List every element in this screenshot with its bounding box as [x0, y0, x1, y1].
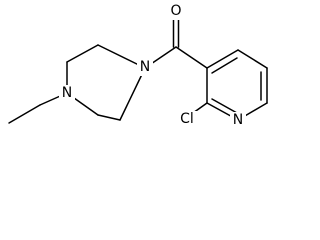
molecule-structure: O N N N Cl — [8, 3, 268, 129]
carbonyl-group — [144, 14, 208, 69]
atom-nitrogen-ethyl-label: N — [62, 85, 72, 101]
bond-pyr-inner-c3-c4 — [211, 57, 238, 74]
atom-nitrogen-pyridine: N — [230, 112, 246, 129]
atom-oxygen-label: O — [170, 3, 181, 19]
atom-nitrogen-amide: N — [137, 59, 153, 76]
bond-pyr-c3-c4 — [206, 49, 239, 69]
bond-pip-upper-left-top — [66, 44, 99, 63]
pyridine-ring — [206, 49, 268, 121]
bond-ethyl-ch3-ch2 — [8, 104, 41, 124]
bond-carbonyl-pyridine — [175, 46, 208, 69]
atom-nitrogen-pyridine-label: N — [233, 112, 243, 128]
atom-nitrogen-amide-label: N — [140, 59, 150, 75]
ethyl-group — [8, 92, 68, 124]
bond-pip-lower-right-bottom — [97, 114, 121, 121]
atom-chlorine: Cl — [176, 111, 198, 128]
atom-oxygen: O — [168, 3, 184, 20]
atom-chlorine-label: Cl — [180, 111, 194, 127]
piperazine-ring — [66, 44, 146, 121]
bond-pyr-inner-n-c2 — [211, 98, 238, 114]
atom-nitrogen-ethyl: N — [59, 85, 75, 102]
bond-pip-n-amide-lower-right — [119, 67, 146, 121]
bond-pyr-c4-c5 — [237, 49, 268, 69]
